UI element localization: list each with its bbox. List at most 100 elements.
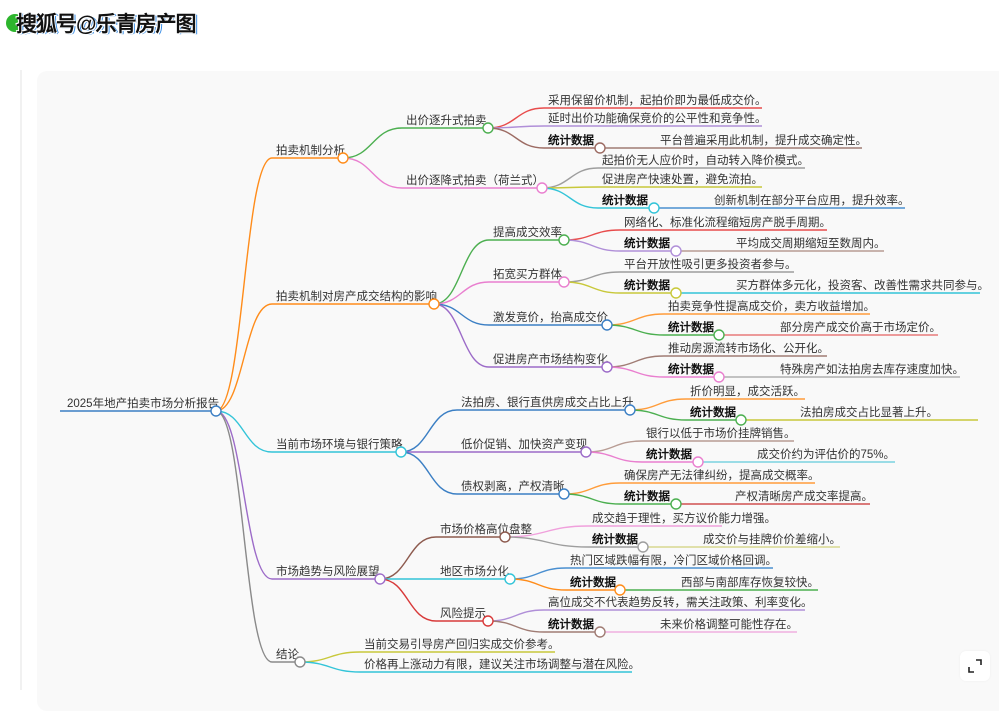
node-toggle-icon[interactable] bbox=[594, 142, 606, 154]
leaf-node[interactable]: 延时出价功能确保竞价的公平性和竞争性。 bbox=[548, 111, 767, 125]
fullscreen-button[interactable] bbox=[960, 651, 990, 681]
node-toggle-icon[interactable] bbox=[601, 319, 613, 331]
subtopic-node[interactable]: 出价逐升式拍卖 bbox=[406, 113, 487, 127]
connector-line bbox=[379, 536, 437, 580]
stat-label[interactable]: 统计数据 bbox=[548, 617, 594, 631]
node-toggle-icon[interactable] bbox=[637, 541, 649, 553]
leaf-node[interactable]: 拍卖竞争性提高成交价，卖方收益增加。 bbox=[668, 299, 875, 313]
leaf-node[interactable]: 高位成交不代表趋势反转，需关注政策、利率变化。 bbox=[548, 595, 813, 609]
node-toggle-icon[interactable] bbox=[536, 182, 548, 194]
leaf-node[interactable]: 当前交易引导房产回归实成交价参考。 bbox=[364, 637, 560, 651]
node-toggle-icon[interactable] bbox=[482, 122, 494, 134]
subtopic-node[interactable]: 提高成交效率 bbox=[493, 225, 562, 239]
stat-label[interactable]: 统计数据 bbox=[602, 193, 648, 207]
stat-value[interactable]: 成交价约为评估价的75%。 bbox=[757, 447, 895, 461]
mindmap[interactable]: 2025年地产拍卖市场分析报告 拍卖机制分析 出价逐升式拍卖 采用保留价机制，起拍价即… bbox=[0, 0, 999, 690]
subtopic-node[interactable]: 地区市场分化 bbox=[440, 564, 509, 578]
node-toggle-icon[interactable] bbox=[624, 404, 636, 416]
node-toggle-icon[interactable] bbox=[670, 245, 682, 257]
node-toggle-icon[interactable] bbox=[670, 287, 682, 299]
node-toggle-icon[interactable] bbox=[210, 405, 222, 417]
subtopic-node[interactable]: 出价逐降式拍卖（荷兰式） bbox=[406, 173, 544, 187]
branch-node[interactable]: 拍卖机制分析 bbox=[276, 143, 345, 157]
node-toggle-icon[interactable] bbox=[692, 456, 704, 468]
stat-value[interactable]: 西部与南部库存恢复较快。 bbox=[681, 575, 819, 589]
branch-node[interactable]: 结论 bbox=[276, 647, 299, 661]
node-toggle-icon[interactable] bbox=[601, 361, 613, 373]
node-toggle-icon[interactable] bbox=[558, 276, 570, 288]
root-node[interactable]: 2025年地产拍卖市场分析报告 bbox=[67, 396, 219, 410]
node-toggle-icon[interactable] bbox=[713, 329, 725, 341]
leaf-node[interactable]: 起拍价无人应价时，自动转入降价模式。 bbox=[602, 153, 809, 167]
connector-line bbox=[215, 410, 273, 663]
node-toggle-icon[interactable] bbox=[558, 234, 570, 246]
branch-node[interactable]: 市场趋势与风险展望 bbox=[276, 564, 380, 578]
leaf-node[interactable]: 确保房产无法律纠纷，提高成交概率。 bbox=[624, 468, 820, 482]
subtopic-node[interactable]: 拓宽买方群体 bbox=[493, 267, 562, 281]
leaf-node[interactable]: 折价明显，成交活跃。 bbox=[690, 384, 805, 398]
node-toggle-icon[interactable] bbox=[294, 656, 306, 668]
node-toggle-icon[interactable] bbox=[499, 531, 511, 543]
leaf-node[interactable]: 价格再上涨动力有限，建议关注市场调整与潜在风险。 bbox=[364, 657, 640, 671]
connector-line bbox=[563, 239, 621, 252]
node-toggle-icon[interactable] bbox=[735, 414, 747, 426]
subtopic-node[interactable]: 风险提示 bbox=[440, 606, 486, 620]
node-toggle-icon[interactable] bbox=[428, 298, 440, 310]
connector-line bbox=[504, 536, 589, 548]
mindmap-canvas[interactable] bbox=[37, 71, 999, 711]
stat-label[interactable]: 统计数据 bbox=[690, 405, 736, 419]
connector-line bbox=[433, 281, 490, 305]
stat-value[interactable]: 部分房产成交价高于市场定价。 bbox=[780, 320, 941, 334]
stat-value[interactable]: 特殊房产如法拍房去库存速度加快。 bbox=[780, 362, 964, 376]
node-toggle-icon[interactable] bbox=[374, 573, 386, 585]
node-toggle-icon[interactable] bbox=[713, 371, 725, 383]
node-toggle-icon[interactable] bbox=[482, 615, 494, 627]
node-toggle-icon[interactable] bbox=[395, 446, 407, 458]
node-toggle-icon[interactable] bbox=[504, 573, 516, 585]
stat-label[interactable]: 统计数据 bbox=[646, 447, 692, 461]
connector-line bbox=[563, 271, 621, 283]
leaf-node[interactable]: 热门区域跌幅有限，冷门区域价格回调。 bbox=[570, 553, 777, 567]
node-toggle-icon[interactable] bbox=[614, 584, 626, 596]
stat-label[interactable]: 统计数据 bbox=[624, 278, 670, 292]
node-toggle-icon[interactable] bbox=[670, 498, 682, 510]
node-toggle-icon[interactable] bbox=[648, 202, 660, 214]
node-toggle-icon[interactable] bbox=[594, 626, 606, 638]
connector-line bbox=[215, 157, 273, 412]
subtopic-node[interactable]: 促进房产市场结构变化 bbox=[493, 352, 608, 366]
stat-label[interactable]: 统计数据 bbox=[624, 236, 670, 250]
leaf-node[interactable]: 采用保留价机制，起拍价即为最低成交价。 bbox=[548, 93, 767, 107]
stat-value[interactable]: 平台普遍采用此机制，提升成交确定性。 bbox=[660, 133, 867, 147]
leaf-node[interactable]: 银行以低于市场价挂牌销售。 bbox=[646, 426, 796, 440]
subtopic-node[interactable]: 法拍房、银行直供房成交占比上升 bbox=[461, 395, 634, 409]
stat-value[interactable]: 平均成交周期缩短至数周内。 bbox=[736, 236, 886, 250]
stat-label[interactable]: 统计数据 bbox=[668, 362, 714, 376]
leaf-node[interactable]: 推动房源流转市场化、公开化。 bbox=[668, 341, 829, 355]
stat-value[interactable]: 产权清晰房产成交率提高。 bbox=[735, 489, 873, 503]
node-toggle-icon[interactable] bbox=[337, 152, 349, 164]
stat-label[interactable]: 统计数据 bbox=[668, 320, 714, 334]
watermark-text: 搜狐号@乐青房产图 bbox=[16, 13, 196, 36]
connector-line bbox=[509, 578, 567, 591]
stat-value[interactable]: 法拍房成交占比显著上升。 bbox=[800, 405, 938, 419]
leaf-node[interactable]: 促进房产快速处置，避免流拍。 bbox=[602, 172, 763, 186]
stat-value[interactable]: 创新机制在部分平台应用，提升效率。 bbox=[714, 193, 910, 207]
stat-value[interactable]: 未来价格调整可能性存在。 bbox=[660, 617, 798, 631]
stat-value[interactable]: 买方群体多元化，投资客、改善性需求共同参与。 bbox=[736, 278, 989, 292]
stat-value[interactable]: 成交价与挂牌价价差缩小。 bbox=[703, 532, 841, 546]
subtopic-node[interactable]: 市场价格高位盘整 bbox=[440, 522, 532, 536]
stat-label[interactable]: 统计数据 bbox=[624, 489, 670, 503]
subtopic-node[interactable]: 激发竞价，抬高成交价 bbox=[493, 310, 608, 324]
subtopic-node[interactable]: 债权剥离，产权清晰 bbox=[461, 479, 565, 493]
stat-label[interactable]: 统计数据 bbox=[570, 575, 616, 589]
stat-label[interactable]: 统计数据 bbox=[548, 133, 594, 147]
node-toggle-icon[interactable] bbox=[558, 488, 570, 500]
node-toggle-icon[interactable] bbox=[580, 446, 592, 458]
stat-label[interactable]: 统计数据 bbox=[592, 532, 638, 546]
leaf-node[interactable]: 平台开放性吸引更多投资者参与。 bbox=[624, 257, 797, 271]
leaf-node[interactable]: 网络化、标准化流程缩短房产脱手周期。 bbox=[624, 215, 831, 229]
subtopic-node[interactable]: 低价促销、加快资产变现 bbox=[461, 437, 588, 451]
branch-node[interactable]: 拍卖机制对房产成交结构的影响 bbox=[276, 289, 437, 303]
branch-node[interactable]: 当前市场环境与银行策略 bbox=[276, 437, 403, 451]
leaf-node[interactable]: 成交趋于理性，买方议价能力增强。 bbox=[592, 511, 776, 525]
